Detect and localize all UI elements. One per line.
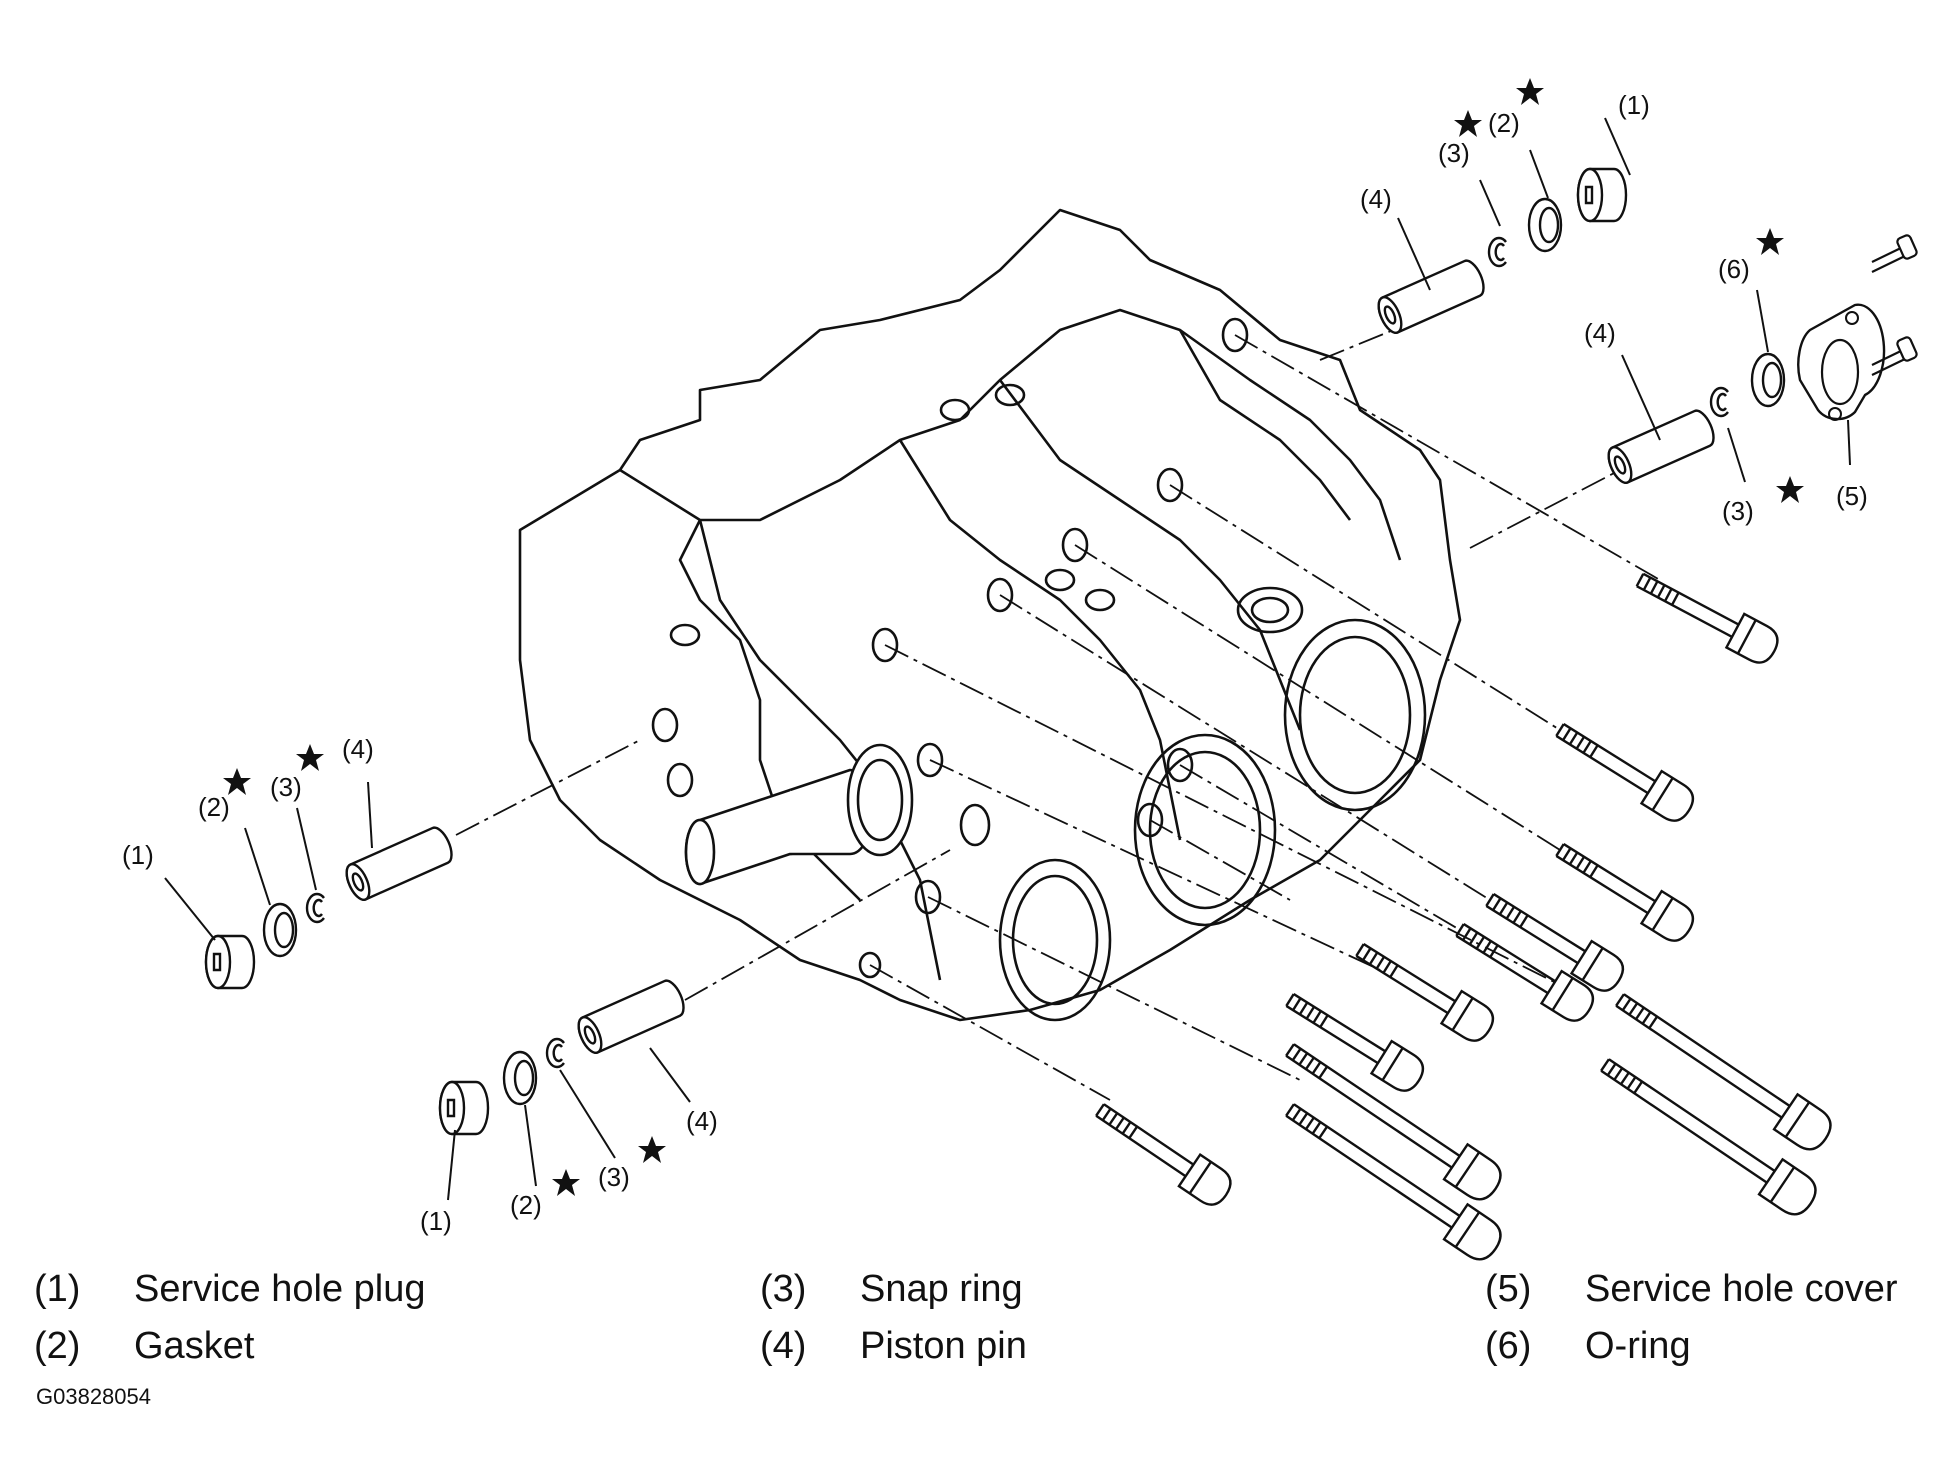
legend-label: O-ring <box>1585 1325 1691 1367</box>
callout-labels: (1) (2) (3) (4) (4) (6) (3) (5) (1) (2) … <box>122 90 1868 1236</box>
left-service-hole-parts <box>204 823 458 990</box>
star-icon <box>223 768 251 795</box>
legend-label: Service hole cover <box>1585 1268 1898 1310</box>
callout-rear-gasket: (2) <box>1488 108 1520 138</box>
legend-number: (2) <box>34 1325 81 1367</box>
star-icon <box>296 744 324 771</box>
legend-label: Piston pin <box>860 1325 1027 1367</box>
star-icon <box>638 1136 666 1163</box>
callout-right-o-ring: (6) <box>1718 254 1750 284</box>
legend-number: (3) <box>760 1268 807 1310</box>
callout-right-snap-ring: (3) <box>1722 496 1754 526</box>
rear-service-hole-parts <box>1372 167 1628 338</box>
callout-left-plug: (1) <box>122 840 154 870</box>
star-icon <box>1454 110 1482 137</box>
legend-label: Gasket <box>134 1325 255 1367</box>
callout-rear-plug: (1) <box>1618 90 1650 120</box>
callout-rear-piston-pin: (4) <box>1360 184 1392 214</box>
legend-number: (4) <box>760 1325 807 1367</box>
front-service-hole-parts <box>438 976 690 1136</box>
legend-number: (1) <box>34 1268 81 1310</box>
figure-id: G03828054 <box>36 1384 151 1409</box>
star-icon <box>1756 228 1784 255</box>
star-icon <box>1776 476 1804 503</box>
legend-number: (6) <box>1485 1325 1532 1367</box>
callout-front-plug: (1) <box>420 1206 452 1236</box>
star-icon <box>1516 78 1544 105</box>
legend-number: (5) <box>1485 1268 1532 1310</box>
callout-right-piston-pin: (4) <box>1584 318 1616 348</box>
callout-left-gasket: (2) <box>198 792 230 822</box>
legend-label: Service hole plug <box>134 1268 426 1310</box>
engine-block <box>518 208 1462 1022</box>
star-icon <box>552 1169 580 1196</box>
callout-left-snap-ring: (3) <box>270 772 302 802</box>
replace-part-stars <box>223 78 1804 1196</box>
callout-rear-snap-ring: (3) <box>1438 138 1470 168</box>
callout-left-piston-pin: (4) <box>342 734 374 764</box>
right-service-hole-parts <box>1602 234 1918 488</box>
assembly-axis-lines <box>455 314 1661 1101</box>
callout-right-service-hole-cover: (5) <box>1836 481 1868 511</box>
callout-leaders <box>164 117 1851 1201</box>
callout-front-snap-ring: (3) <box>598 1162 630 1192</box>
legend-label: Snap ring <box>860 1268 1023 1310</box>
callout-front-piston-pin: (4) <box>686 1106 718 1136</box>
callout-front-gasket: (2) <box>510 1190 542 1220</box>
